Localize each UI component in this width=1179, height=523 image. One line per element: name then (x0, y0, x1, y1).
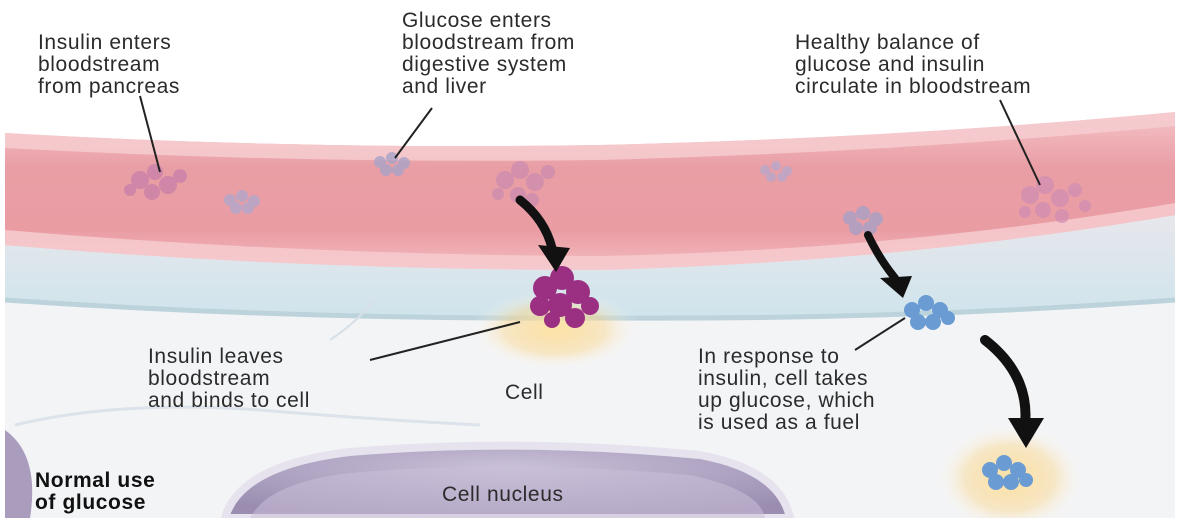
cell-nucleus-label: Cell nucleus (442, 484, 564, 506)
healthy-balance-label: Healthy balance of glucose and insulin c… (795, 32, 1031, 98)
normal-use-label: Normal use of glucose (35, 470, 155, 514)
glucose-enters-label: Glucose enters bloodstream from digestiv… (402, 10, 575, 98)
insulin-enters-label: Insulin enters bloodstream from pancreas (38, 32, 180, 98)
cell-label: Cell (505, 382, 544, 404)
response-label: In response to insulin, cell takes up gl… (698, 346, 875, 434)
insulin-leaves-label: Insulin leaves bloodstream and binds to … (148, 346, 310, 412)
